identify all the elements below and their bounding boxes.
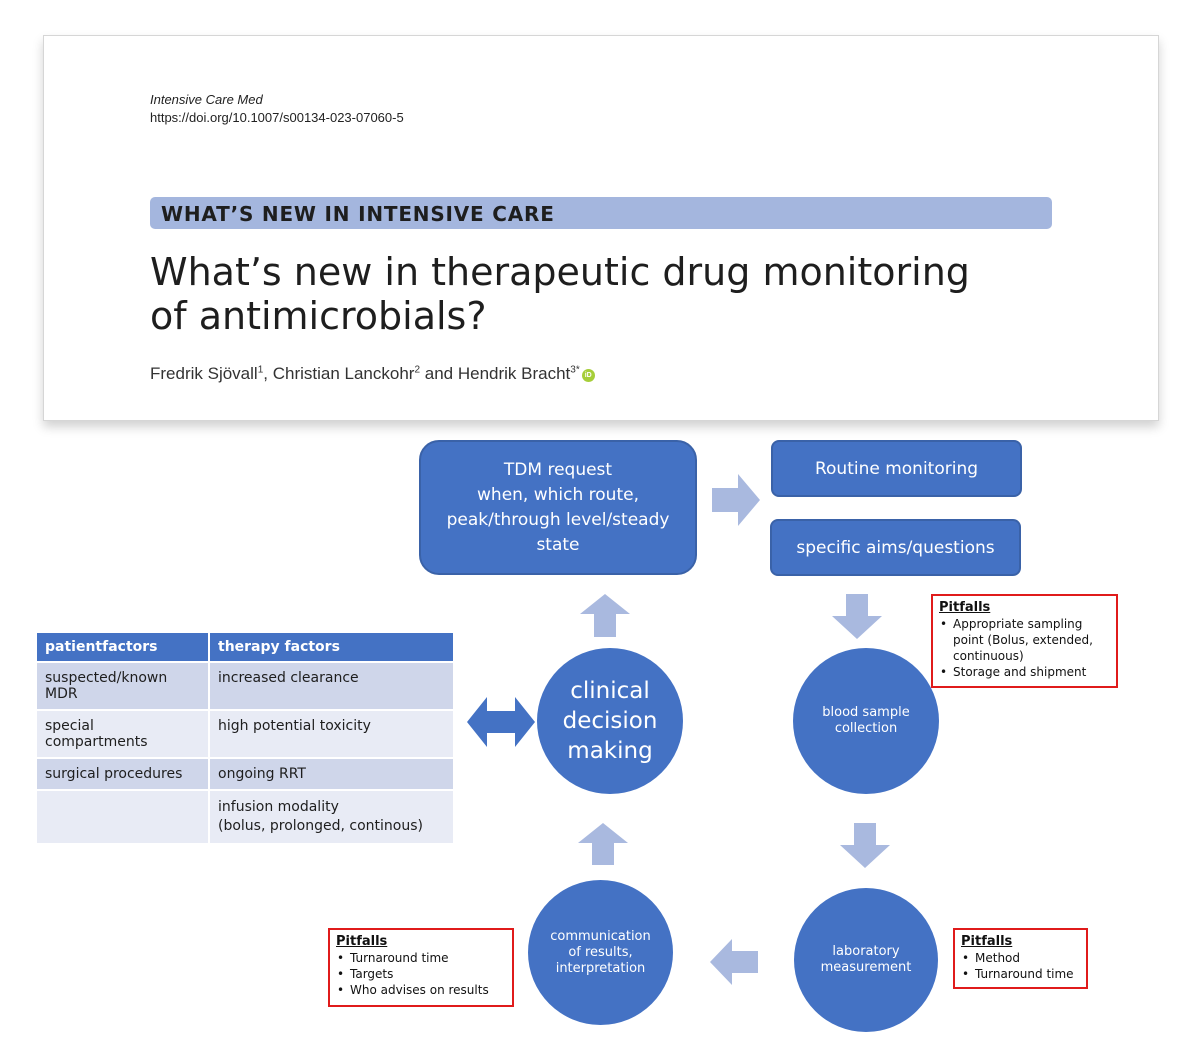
communication-line-2: of results, xyxy=(568,944,633,960)
communication-line-1: communication xyxy=(550,928,651,944)
author-separator: and xyxy=(420,364,458,383)
author-name: Hendrik Bracht xyxy=(457,364,571,383)
table-header-row: patientfactors therapy factors xyxy=(37,633,455,663)
doi-link[interactable]: https://doi.org/10.1007/s00134-023-07060… xyxy=(150,110,404,125)
table-cell: infusion modality (bolus, prolonged, con… xyxy=(210,791,455,845)
column-header-therapy-factors: therapy factors xyxy=(210,633,455,663)
routine-monitoring-box: Routine monitoring xyxy=(771,440,1022,497)
blood-sample-line-1: blood sample xyxy=(822,705,910,720)
category-banner: WHAT’S NEW IN INTENSIVE CARE xyxy=(150,197,1052,229)
author-list: Fredrik Sjövall1, Christian Lanckohr2 an… xyxy=(150,364,595,384)
pitfalls-heading: Pitfalls xyxy=(336,934,388,949)
pitfalls-lab-box: Pitfalls Method Turnaround time xyxy=(953,928,1088,989)
blood-sample-collection-node: blood sample collection xyxy=(793,648,939,794)
article-header-card: Intensive Care Med https://doi.org/10.10… xyxy=(43,35,1159,421)
table-row: surgical procedures ongoing RRT xyxy=(37,759,455,791)
communication-line-3: interpretation xyxy=(555,960,646,976)
table-row: suspected/known MDR increased clearance xyxy=(37,663,455,711)
pitfall-item: Appropriate sampling point (Bolus, exten… xyxy=(940,616,1110,664)
category-label: WHAT’S NEW IN INTENSIVE CARE xyxy=(161,202,555,226)
tdm-request-line-3: peak/through level/steady xyxy=(446,509,670,530)
pitfalls-heading: Pitfalls xyxy=(939,600,991,615)
table-cell: suspected/known MDR xyxy=(37,663,210,711)
table-cell: increased clearance xyxy=(210,663,455,711)
table-row: infusion modality (bolus, prolonged, con… xyxy=(37,791,455,845)
author-name: Christian Lanckohr xyxy=(272,364,415,383)
pitfall-item: Who advises on results xyxy=(337,982,506,998)
author-affiliation: 1 xyxy=(257,364,264,376)
routine-monitoring-label: Routine monitoring xyxy=(814,458,979,479)
clinical-decision-making-node: clinical decision making xyxy=(537,648,683,794)
table-cell xyxy=(37,791,210,845)
lab-measurement-line-1: laboratory xyxy=(832,944,900,959)
table-cell: high potential toxicity xyxy=(210,711,455,759)
tdm-request-box: TDM request when, which route, peak/thro… xyxy=(419,440,697,575)
pitfall-item: Turnaround time xyxy=(962,966,1080,982)
double-arrow-icon xyxy=(467,697,535,747)
journal-name: Intensive Care Med xyxy=(150,92,263,107)
tdm-request-line-4: state xyxy=(536,534,580,555)
tdm-request-line-1: TDM request xyxy=(503,459,613,480)
title-line-2: of antimicrobials? xyxy=(150,294,487,338)
column-header-patient-factors: patientfactors xyxy=(37,633,210,663)
author-separator: , xyxy=(263,364,273,383)
orcid-icon[interactable]: iD xyxy=(581,369,595,382)
up-arrow-icon xyxy=(578,823,628,865)
factors-table: patientfactors therapy factors suspected… xyxy=(37,633,455,845)
clinical-decision-line-2: decision xyxy=(562,708,658,734)
pitfall-item: Method xyxy=(962,950,1080,966)
specific-aims-label: specific aims/questions xyxy=(796,537,995,558)
left-arrow-icon xyxy=(710,939,758,985)
specific-aims-box: specific aims/questions xyxy=(770,519,1021,576)
laboratory-measurement-node: laboratory measurement xyxy=(794,888,938,1032)
table-row: special compartments high potential toxi… xyxy=(37,711,455,759)
article-title: What’s new in therapeutic drug monitorin… xyxy=(150,250,1050,338)
pitfalls-heading: Pitfalls xyxy=(961,934,1013,949)
right-arrow-icon xyxy=(712,474,760,526)
title-line-1: What’s new in therapeutic drug monitorin… xyxy=(150,250,970,294)
clinical-decision-line-3: making xyxy=(567,738,653,764)
blood-sample-line-2: collection xyxy=(834,721,898,736)
lab-measurement-line-2: measurement xyxy=(820,960,912,975)
down-arrow-icon xyxy=(840,823,890,868)
up-arrow-icon xyxy=(580,594,630,637)
author-affiliation: 3* xyxy=(570,364,580,376)
pitfall-item: Turnaround time xyxy=(337,950,506,966)
pitfall-item: Targets xyxy=(337,966,506,982)
table-cell: special compartments xyxy=(37,711,210,759)
author-name: Fredrik Sjövall xyxy=(150,364,258,383)
pitfall-item: Storage and shipment xyxy=(940,664,1110,680)
pitfalls-communication-box: Pitfalls Turnaround time Targets Who adv… xyxy=(328,928,514,1007)
author-affiliation: 2 xyxy=(414,364,421,376)
table-cell: surgical procedures xyxy=(37,759,210,791)
tdm-request-line-2: when, which route, xyxy=(477,484,639,505)
pitfalls-blood-sampling-box: Pitfalls Appropriate sampling point (Bol… xyxy=(931,594,1118,688)
communication-results-node: communication of results, interpretation xyxy=(528,880,673,1025)
clinical-decision-line-1: clinical xyxy=(570,678,650,704)
down-arrow-icon xyxy=(832,594,882,639)
table-cell: ongoing RRT xyxy=(210,759,455,791)
